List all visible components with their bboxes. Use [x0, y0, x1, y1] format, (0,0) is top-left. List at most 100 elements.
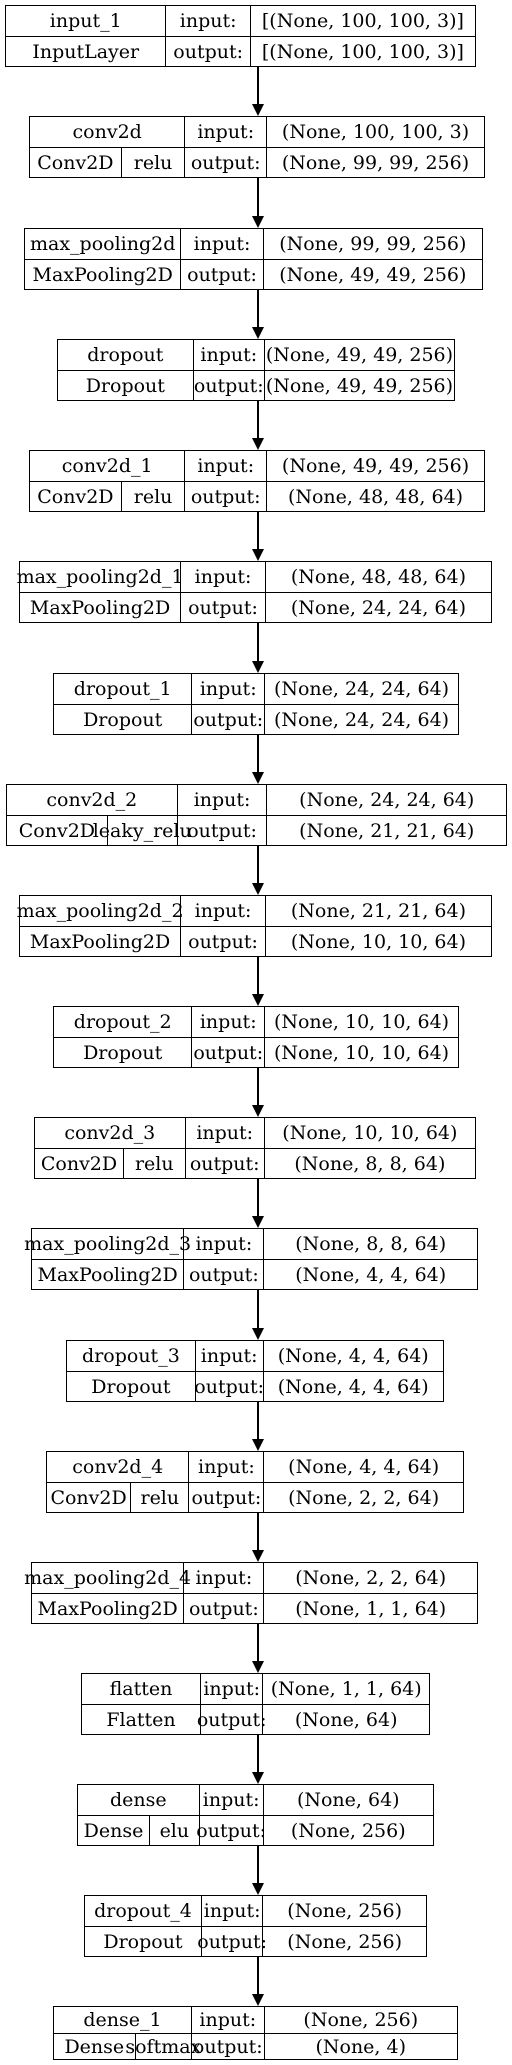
layer-name: conv2d — [72, 121, 142, 143]
layer-name: conv2d_3 — [64, 1122, 156, 1144]
connector-arrow — [257, 1402, 259, 1439]
layer-name: dense_1 — [83, 2009, 162, 2031]
output-shape: (None, 256) — [262, 1927, 426, 1956]
activation: softmax — [125, 2034, 202, 2059]
output-shape: (None, 4, 4, 64) — [263, 1260, 477, 1289]
input-shape: (None, 8, 8, 64) — [263, 1229, 477, 1259]
input-label: input: — [180, 229, 262, 259]
output-label: output: — [184, 1149, 264, 1178]
input-shape: (None, 24, 24, 64) — [266, 785, 506, 815]
output-label: output: — [180, 927, 265, 956]
layer-type: Conv2D — [50, 1486, 127, 1509]
input-shape: (None, 24, 24, 64) — [264, 674, 458, 704]
input-label: input: — [180, 562, 265, 592]
connector-arrow — [257, 178, 259, 216]
arrow-head-icon — [252, 1328, 264, 1340]
input-shape: (None, 64) — [262, 1785, 433, 1815]
layer-name: max_pooling2d_4 — [24, 1567, 192, 1589]
input-label: input: — [184, 1118, 264, 1148]
output-shape: (None, 4, 4, 64) — [262, 1372, 443, 1401]
layer-name: dropout_3 — [82, 1345, 180, 1367]
layer-name: dense — [110, 1789, 167, 1811]
layer-type: Conv2D — [18, 819, 96, 842]
output-shape: (None, 10, 10, 64) — [264, 1038, 458, 1067]
output-shape: (None, 4) — [263, 2034, 457, 2059]
layer-name: max_pooling2d_1 — [16, 566, 184, 588]
input-shape: (None, 1, 1, 64) — [262, 1674, 429, 1704]
connector-arrow — [257, 957, 259, 994]
layer-type: Conv2D — [40, 1152, 118, 1175]
layer-type: Dropout — [91, 1375, 171, 1398]
input-label: input: — [176, 785, 267, 815]
layer-type: Dropout — [83, 708, 163, 731]
arrow-head-icon — [252, 104, 264, 116]
input-shape: (None, 256) — [263, 2007, 457, 2033]
layer-type: Dense — [64, 2035, 125, 2058]
input-label: input: — [188, 1452, 263, 1482]
output-shape: (None, 99, 99, 256) — [266, 148, 484, 177]
output-shape: (None, 48, 48, 64) — [266, 482, 484, 511]
input-shape: (None, 49, 49, 256) — [266, 451, 484, 481]
arrow-head-icon — [252, 883, 264, 895]
arrow-head-icon — [252, 216, 264, 228]
arrow-head-icon — [252, 1216, 264, 1228]
arrow-head-icon — [252, 1994, 264, 2006]
input-label: input: — [191, 2007, 264, 2033]
layer-type: MaxPooling2D — [32, 263, 173, 286]
arrow-head-icon — [252, 772, 264, 784]
layer-name: dropout — [87, 344, 164, 366]
layer-name: conv2d_2 — [46, 789, 138, 811]
input-label: input: — [199, 1674, 262, 1704]
input-label: input: — [198, 1785, 263, 1815]
connector-arrow — [257, 1735, 259, 1772]
output-shape: (None, 49, 49, 256) — [262, 260, 482, 289]
output-shape: (None, 49, 49, 256) — [263, 371, 454, 400]
layer-type: Conv2D — [37, 151, 114, 174]
connector-arrow — [257, 1957, 259, 1994]
input-shape: (None, 99, 99, 256) — [262, 229, 482, 259]
output-shape: (None, 24, 24, 64) — [264, 593, 491, 622]
input-label: input: — [184, 451, 266, 481]
input-shape: (None, 4, 4, 64) — [262, 1341, 443, 1371]
layer-type: MaxPooling2D — [29, 930, 171, 953]
output-label: output: — [183, 1594, 263, 1623]
layer-name: dropout_4 — [94, 1900, 192, 1922]
output-shape: (None, 1, 1, 64) — [263, 1594, 477, 1623]
output-label: output: — [196, 1816, 266, 1845]
input-shape: (None, 10, 10, 64) — [263, 1118, 475, 1148]
input-shape: (None, 49, 49, 256) — [263, 340, 454, 370]
connector-arrow — [257, 512, 259, 549]
input-shape: (None, 2, 2, 64) — [263, 1563, 477, 1593]
input-label: input: — [191, 674, 264, 704]
arrow-head-icon — [252, 1439, 264, 1451]
layer-type: Dropout — [103, 1930, 183, 1953]
layer-type: Dropout — [83, 1041, 163, 1064]
connector-arrow — [257, 1068, 259, 1105]
output-shape: (None, 8, 8, 64) — [263, 1149, 475, 1178]
output-label: output: — [188, 1483, 263, 1512]
output-shape: (None, 21, 21, 64) — [266, 816, 506, 845]
arrow-head-icon — [252, 1550, 264, 1562]
input-shape: (None, 4, 4, 64) — [263, 1452, 463, 1482]
input-label: input: — [191, 1007, 264, 1037]
input-shape: [(None, 100, 100, 3)] — [249, 6, 475, 36]
arrow-head-icon — [252, 1883, 264, 1895]
activation: elu — [149, 1816, 199, 1845]
layer-name: dropout_2 — [73, 1011, 172, 1033]
connector-arrow — [257, 67, 259, 104]
input-label: input: — [183, 1229, 263, 1259]
